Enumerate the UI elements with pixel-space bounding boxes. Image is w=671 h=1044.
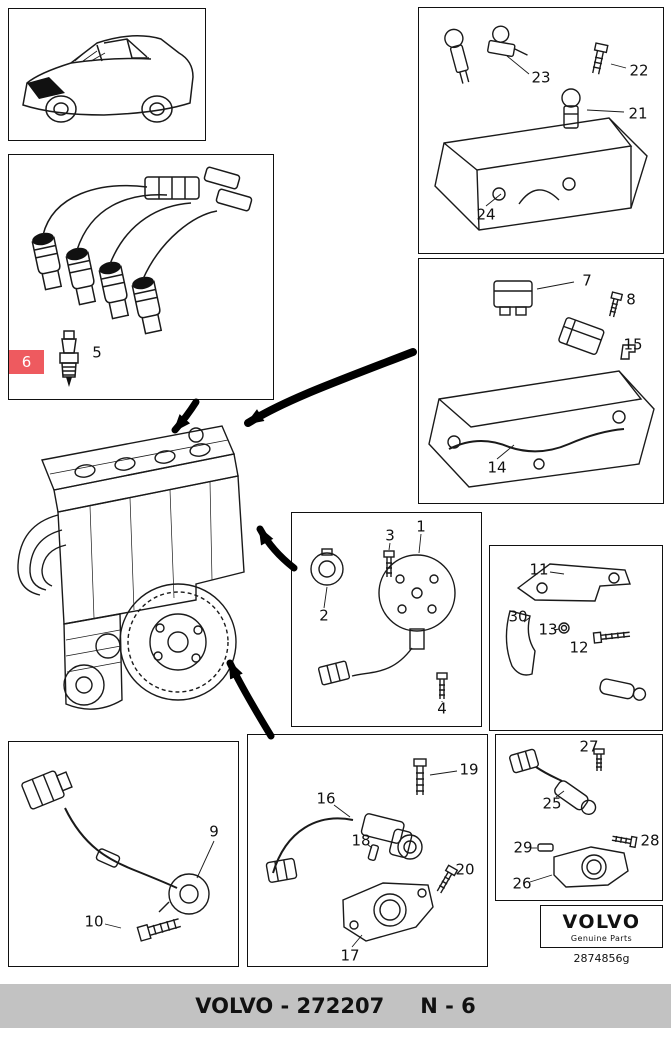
callout-17[interactable]: 17 [340, 946, 360, 965]
genuine-parts-label: Genuine Parts [570, 934, 633, 943]
callout-1[interactable]: 1 [416, 517, 426, 536]
callout-24[interactable]: 24 [476, 205, 496, 224]
drawing-code: 2874856g [573, 952, 630, 965]
callout-8[interactable]: 8 [626, 290, 636, 309]
footer-page-ref: N - 6 [420, 994, 476, 1018]
callout-22[interactable]: 22 [629, 61, 649, 80]
panel-ignition-coil [418, 258, 664, 504]
callout-25[interactable]: 25 [542, 794, 562, 813]
car-icon [22, 35, 194, 123]
crankshaft-sensor-drawing [509, 748, 638, 888]
cover-tray-drawing [434, 25, 648, 231]
volvo-genuine-parts-badge: VOLVO Genuine Parts 2874856g [540, 905, 663, 965]
callout-18[interactable]: 18 [351, 831, 371, 850]
callout-16[interactable]: 16 [316, 789, 336, 808]
ignition-coil-drawing [428, 280, 655, 488]
callout-28[interactable]: 28 [640, 831, 660, 850]
footer-part-number: VOLVO - 272207 [195, 994, 385, 1018]
callout-12[interactable]: 12 [569, 638, 589, 657]
callout-27[interactable]: 27 [579, 737, 599, 756]
callout-2[interactable]: 2 [319, 606, 329, 625]
panel-impulse-sensor [291, 512, 482, 727]
ignition-wires-drawing [30, 166, 253, 387]
callout-10[interactable]: 10 [84, 912, 104, 931]
panel-knock-sensor [8, 741, 239, 967]
callout-26[interactable]: 26 [512, 874, 532, 893]
engine-drawing [17, 425, 245, 710]
spark-plug-drawing [59, 330, 79, 387]
callout-21[interactable]: 21 [628, 104, 648, 123]
callout-9[interactable]: 9 [209, 822, 219, 841]
footer-bar: VOLVO - 272207 N - 6 [0, 984, 671, 1028]
panel-ignition-wires [8, 154, 274, 400]
panel-bracket-sensor [489, 545, 663, 731]
callout-13[interactable]: 13 [538, 620, 558, 639]
callout-3[interactable]: 3 [385, 526, 395, 545]
callout-6-highlighted[interactable]: 6 [9, 350, 44, 374]
callout-15[interactable]: 15 [623, 335, 643, 354]
knock-sensor-drawing [21, 770, 215, 942]
bracket-sensor-drawing [505, 563, 647, 701]
panel-car [8, 8, 206, 141]
panel-crankshaft-sensor [495, 734, 663, 901]
callout-4[interactable]: 4 [437, 699, 447, 718]
callout-11[interactable]: 11 [529, 560, 549, 579]
camshaft-sensor-drawing [265, 758, 459, 948]
impulse-sensor-drawing [310, 533, 456, 702]
callout-7[interactable]: 7 [582, 271, 592, 290]
callout-19[interactable]: 19 [459, 760, 479, 779]
panel-cover-tray [418, 7, 664, 254]
callout-5[interactable]: 5 [92, 343, 102, 362]
callout-23[interactable]: 23 [531, 68, 551, 87]
callout-29[interactable]: 29 [513, 838, 533, 857]
volvo-logo-text: VOLVO [562, 911, 641, 933]
callout-14[interactable]: 14 [487, 458, 507, 477]
panel-camshaft-sensor [247, 734, 488, 967]
callout-30[interactable]: 30 [508, 607, 528, 626]
callout-20[interactable]: 20 [455, 860, 475, 879]
